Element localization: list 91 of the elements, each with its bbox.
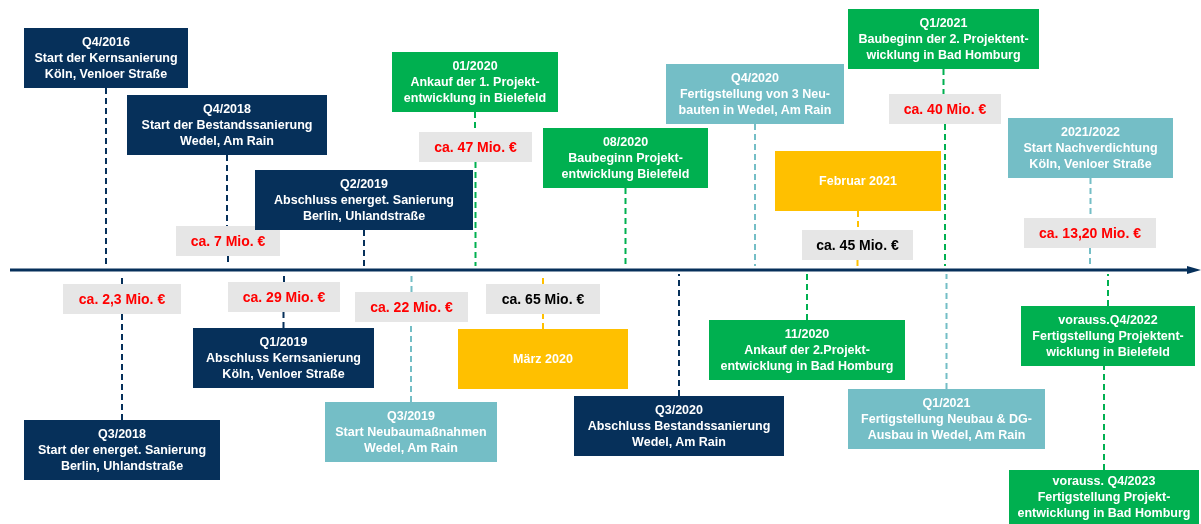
date-text: März 2020 [513, 351, 573, 367]
amount-box [63, 284, 181, 314]
date-text: Q3/2018 [98, 426, 146, 442]
date-text: Q3/2019 [387, 408, 435, 424]
date-text: Q1/2021 [919, 15, 968, 31]
milestone-box [24, 420, 220, 480]
milestone-box [458, 329, 628, 389]
amount-text: ca. 65 Mio. € [501, 291, 585, 307]
amount-box [802, 230, 913, 260]
date-text: Q4/2018 [203, 101, 251, 117]
date-text: Q2/2019 [340, 176, 388, 192]
dashed-connector [121, 313, 123, 421]
dashed-connector [856, 259, 859, 267]
dashed-connector [754, 123, 756, 267]
milestone-text: Fertigstellung Projektent-wicklung in Bielefeld [1031, 328, 1185, 360]
date-text: 08/2020 [602, 134, 649, 150]
milestone-box [666, 64, 844, 124]
milestone-box [392, 52, 558, 112]
milestone-box [848, 9, 1039, 69]
date-text: vorauss. Q4/2023 [1052, 473, 1156, 489]
milestone-box [1008, 118, 1173, 178]
dashed-connector [410, 273, 413, 293]
amount-box [355, 292, 468, 322]
dashed-connector [945, 273, 948, 390]
milestone-box [543, 128, 708, 188]
milestone-box [775, 151, 941, 211]
dashed-connector [806, 273, 808, 321]
dashed-connector [474, 161, 477, 267]
milestone-text: Start Neubaumaßnahmen Wedel, Am Rain [334, 424, 488, 456]
amount-text: ca. 47 Mio. € [434, 139, 517, 155]
milestone-text: Ankauf der 1. Projekt-entwicklung in Bielefeld [402, 74, 548, 106]
amount-text: ca. 7 Mio. € [190, 233, 266, 249]
milestone-box [1009, 470, 1199, 524]
date-text: Februar 2021 [819, 173, 897, 189]
date-text: Q4/2016 [82, 34, 130, 50]
amount-text: ca. 13,20 Mio. € [1039, 225, 1141, 241]
amount-box [228, 282, 340, 312]
dashed-connector [678, 273, 680, 397]
date-text: vorauss.Q4/2022 [1058, 312, 1158, 328]
date-text: Q1/2019 [259, 334, 308, 350]
amount-box [1024, 218, 1156, 248]
milestone-text: Start Nachverdichtung Köln, Venloer Straße [1022, 140, 1159, 172]
amount-box [486, 284, 600, 314]
amount-box [419, 132, 532, 162]
milestone-text: Start der Kernsanierung Köln, Venloer Straße [33, 50, 179, 82]
dashed-connector [1103, 365, 1105, 471]
dashed-connector [942, 68, 945, 95]
amount-text: ca. 45 Mio. € [816, 237, 899, 253]
date-text: Q3/2020 [655, 402, 703, 418]
dashed-connector [363, 229, 365, 267]
dashed-connector [283, 273, 285, 283]
milestone-text: Abschluss Bestandssanierung Wedel, Am Rain [586, 418, 772, 450]
milestone-text: Fertigstellung Projekt-entwicklung in Bad Homburg [1016, 489, 1192, 521]
dashed-connector [1089, 247, 1091, 267]
milestone-box [574, 396, 784, 456]
amount-text: ca. 22 Mio. € [370, 299, 453, 315]
dashed-connector [624, 187, 627, 267]
amount-box [889, 94, 1001, 124]
milestone-box [709, 320, 905, 380]
dashed-connector [282, 311, 285, 329]
dashed-connector [542, 313, 544, 330]
date-text: 01/2020 [452, 58, 498, 74]
milestone-text: Start der energet. Sanierung Berlin, Uhlandstraße [36, 442, 208, 474]
milestone-text: Fertigstellung von 3 Neu-bauten in Wedel, Am Rain [677, 86, 833, 118]
amount-text: ca. 40 Mio. € [903, 101, 987, 117]
milestone-text: Abschluss energet. Sanierung Berlin, Uhlandstraße [273, 192, 455, 224]
milestone-text: Start der Bestandssanierung Wedel, Am Rain [140, 117, 314, 149]
milestone-text: Fertigstellung Neubau & DG-Ausbau in Wedel, Am Rain [860, 411, 1033, 443]
milestone-text: Ankauf der 2.Projekt-entwicklung in Bad Homburg [719, 342, 895, 374]
milestone-box [193, 328, 374, 388]
dashed-connector [226, 154, 228, 227]
milestone-box [1021, 306, 1195, 366]
date-text: 11/2020 [784, 326, 830, 342]
amount-box [176, 226, 280, 256]
date-text: Q4/2020 [731, 70, 779, 86]
amount-text: ca. 29 Mio. € [242, 289, 326, 305]
milestone-box [24, 28, 188, 88]
milestone-text: Baubeginn der 2. Projektent-wicklung in Bad Homburg [857, 31, 1030, 63]
milestone-text: Baubeginn Projekt-entwicklung Bielefeld [560, 150, 691, 182]
timeline-axis [10, 266, 1201, 274]
dashed-connector [944, 123, 946, 267]
dashed-connector [105, 87, 107, 267]
milestone-box [127, 95, 327, 155]
milestone-box [325, 402, 497, 462]
milestone-box [848, 389, 1045, 449]
date-text: 2021/2022 [1060, 124, 1121, 140]
milestone-box [255, 170, 473, 230]
milestone-text: Abschluss Kernsanierung Köln, Venloer Straße [205, 350, 362, 382]
dashed-connector [1107, 273, 1109, 307]
date-text: Q1/2021 [922, 395, 971, 411]
amount-text: ca. 2,3 Mio. € [78, 291, 166, 307]
